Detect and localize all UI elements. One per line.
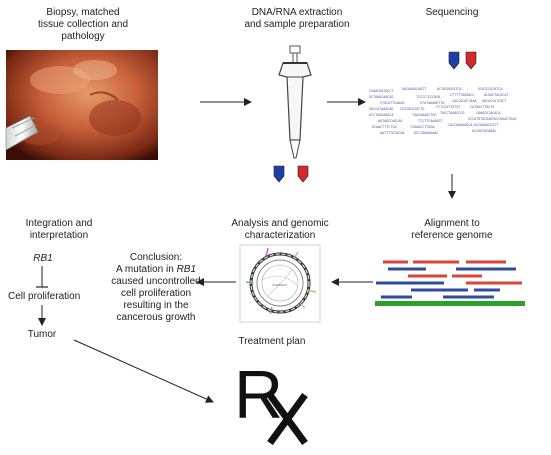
label-cell-proliferation: Cell proliferation [8,291,81,302]
label-tumor: Tumor [27,329,57,340]
sequence-reads: CGAACGATGCCT GACAGAGCAATT ACTACGGCATCA GCAT… [369,88,516,136]
sequence-read-glyphs: ACCGGTACAAAC [472,130,496,134]
sequence-read-glyphs: GCATCCATATCA [478,88,503,92]
sequence-read-glyphs: GACACCATCGCT [482,100,506,104]
rx-prescription-icon: R [234,357,308,446]
endoscopy-photo [5,50,158,160]
sample-tubes-sequencing [448,51,477,70]
arrow-tumor-to-rx [73,339,214,403]
rx-letter-r: R [234,357,283,433]
sequence-read-glyphs: CCCATGTGCGAG [468,118,492,122]
label-biopsy: Biopsy, matched tissue collection and pa… [37,7,129,42]
circos-plot-icon: SUMMARY [239,244,321,323]
sequence-read-glyphs: GGCCATAAACAG [369,108,393,112]
sequence-read-glyphs: TGACAGAGCTGC [412,114,436,118]
sequence-read-glyphs: AGTAGCCAGCAG [378,120,402,124]
label-extraction: DNA/RNA extraction and sample preparatio… [244,7,350,30]
sequence-read-glyphs: GCAACTTTCTCA [372,126,397,130]
label-treatment-plan: Treatment plan [238,336,306,347]
sequence-read-glyphs: TGCCGGACTGGG [492,118,516,122]
sample-tubes-extraction [273,165,309,183]
sequence-read-glyphs: TCAAACCTTGGA [410,126,435,130]
sequence-read-glyphs: CACCAGGAGGCA [448,124,473,128]
conclusion-text: Conclusion: A mutation in RB1 caused unc… [111,252,201,323]
label-alignment: Alignment to reference genome [411,218,493,241]
label-sequencing: Sequencing [425,7,479,18]
sequence-read-glyphs: CCGTGCATGCTG [400,108,424,112]
label-gene-rb1: RB1 [33,253,53,264]
sequence-read-glyphs: ACGGCTACGCAT [484,94,508,98]
label-analysis: Analysis and genomic characterization [231,218,329,241]
sequence-read-glyphs: GTATAAAAGTTA [420,102,445,106]
sequence-read-glyphs: GACAGAGCAATT [402,88,426,92]
sequence-read-glyphs: TCCCCTCCCAGA [416,96,441,100]
sequence-read-glyphs: ACCAGAACCGTT [474,124,498,128]
pipette-icon [278,45,312,159]
sequence-read-glyphs: CATGGCTTGCTG [470,106,494,110]
sequence-read-glyphs: CAAGCGTACACA [476,112,501,116]
sequence-read-glyphs: CACCACACTAAA [452,100,477,104]
sequence-read-glyphs: ACCTGAGAAGCA [369,114,394,118]
sequence-read-glyphs: TTCTTCAAAGGT [418,120,442,124]
sequence-read-glyphs: CTGCATTCAAGG [380,102,404,106]
label-integration: Integration and interpretation [25,218,93,241]
sequence-read-glyphs: CGAACGATGCCT [369,90,393,94]
endoscope-tool [5,115,39,151]
sequence-read-glyphs: CTTCCGTTGTGT [436,106,460,110]
sequence-read-glyphs: ACTACGGCATCA [437,88,462,92]
sequence-read-glyphs: TACCTGAACCCG [440,112,464,116]
sequence-read-glyphs: CTTTTTGGGACC [450,94,474,98]
reference-genome-bar [375,301,525,306]
sequence-read-glyphs: AATTTTGTACGA [380,132,405,136]
aligned-reads [376,260,522,299]
svg-text:SUMMARY: SUMMARY [272,283,287,287]
sequence-read-glyphs: GCTGAACAACGG [369,96,393,100]
sequence-read-glyphs: GCCTGAGGAAAC [414,132,438,136]
